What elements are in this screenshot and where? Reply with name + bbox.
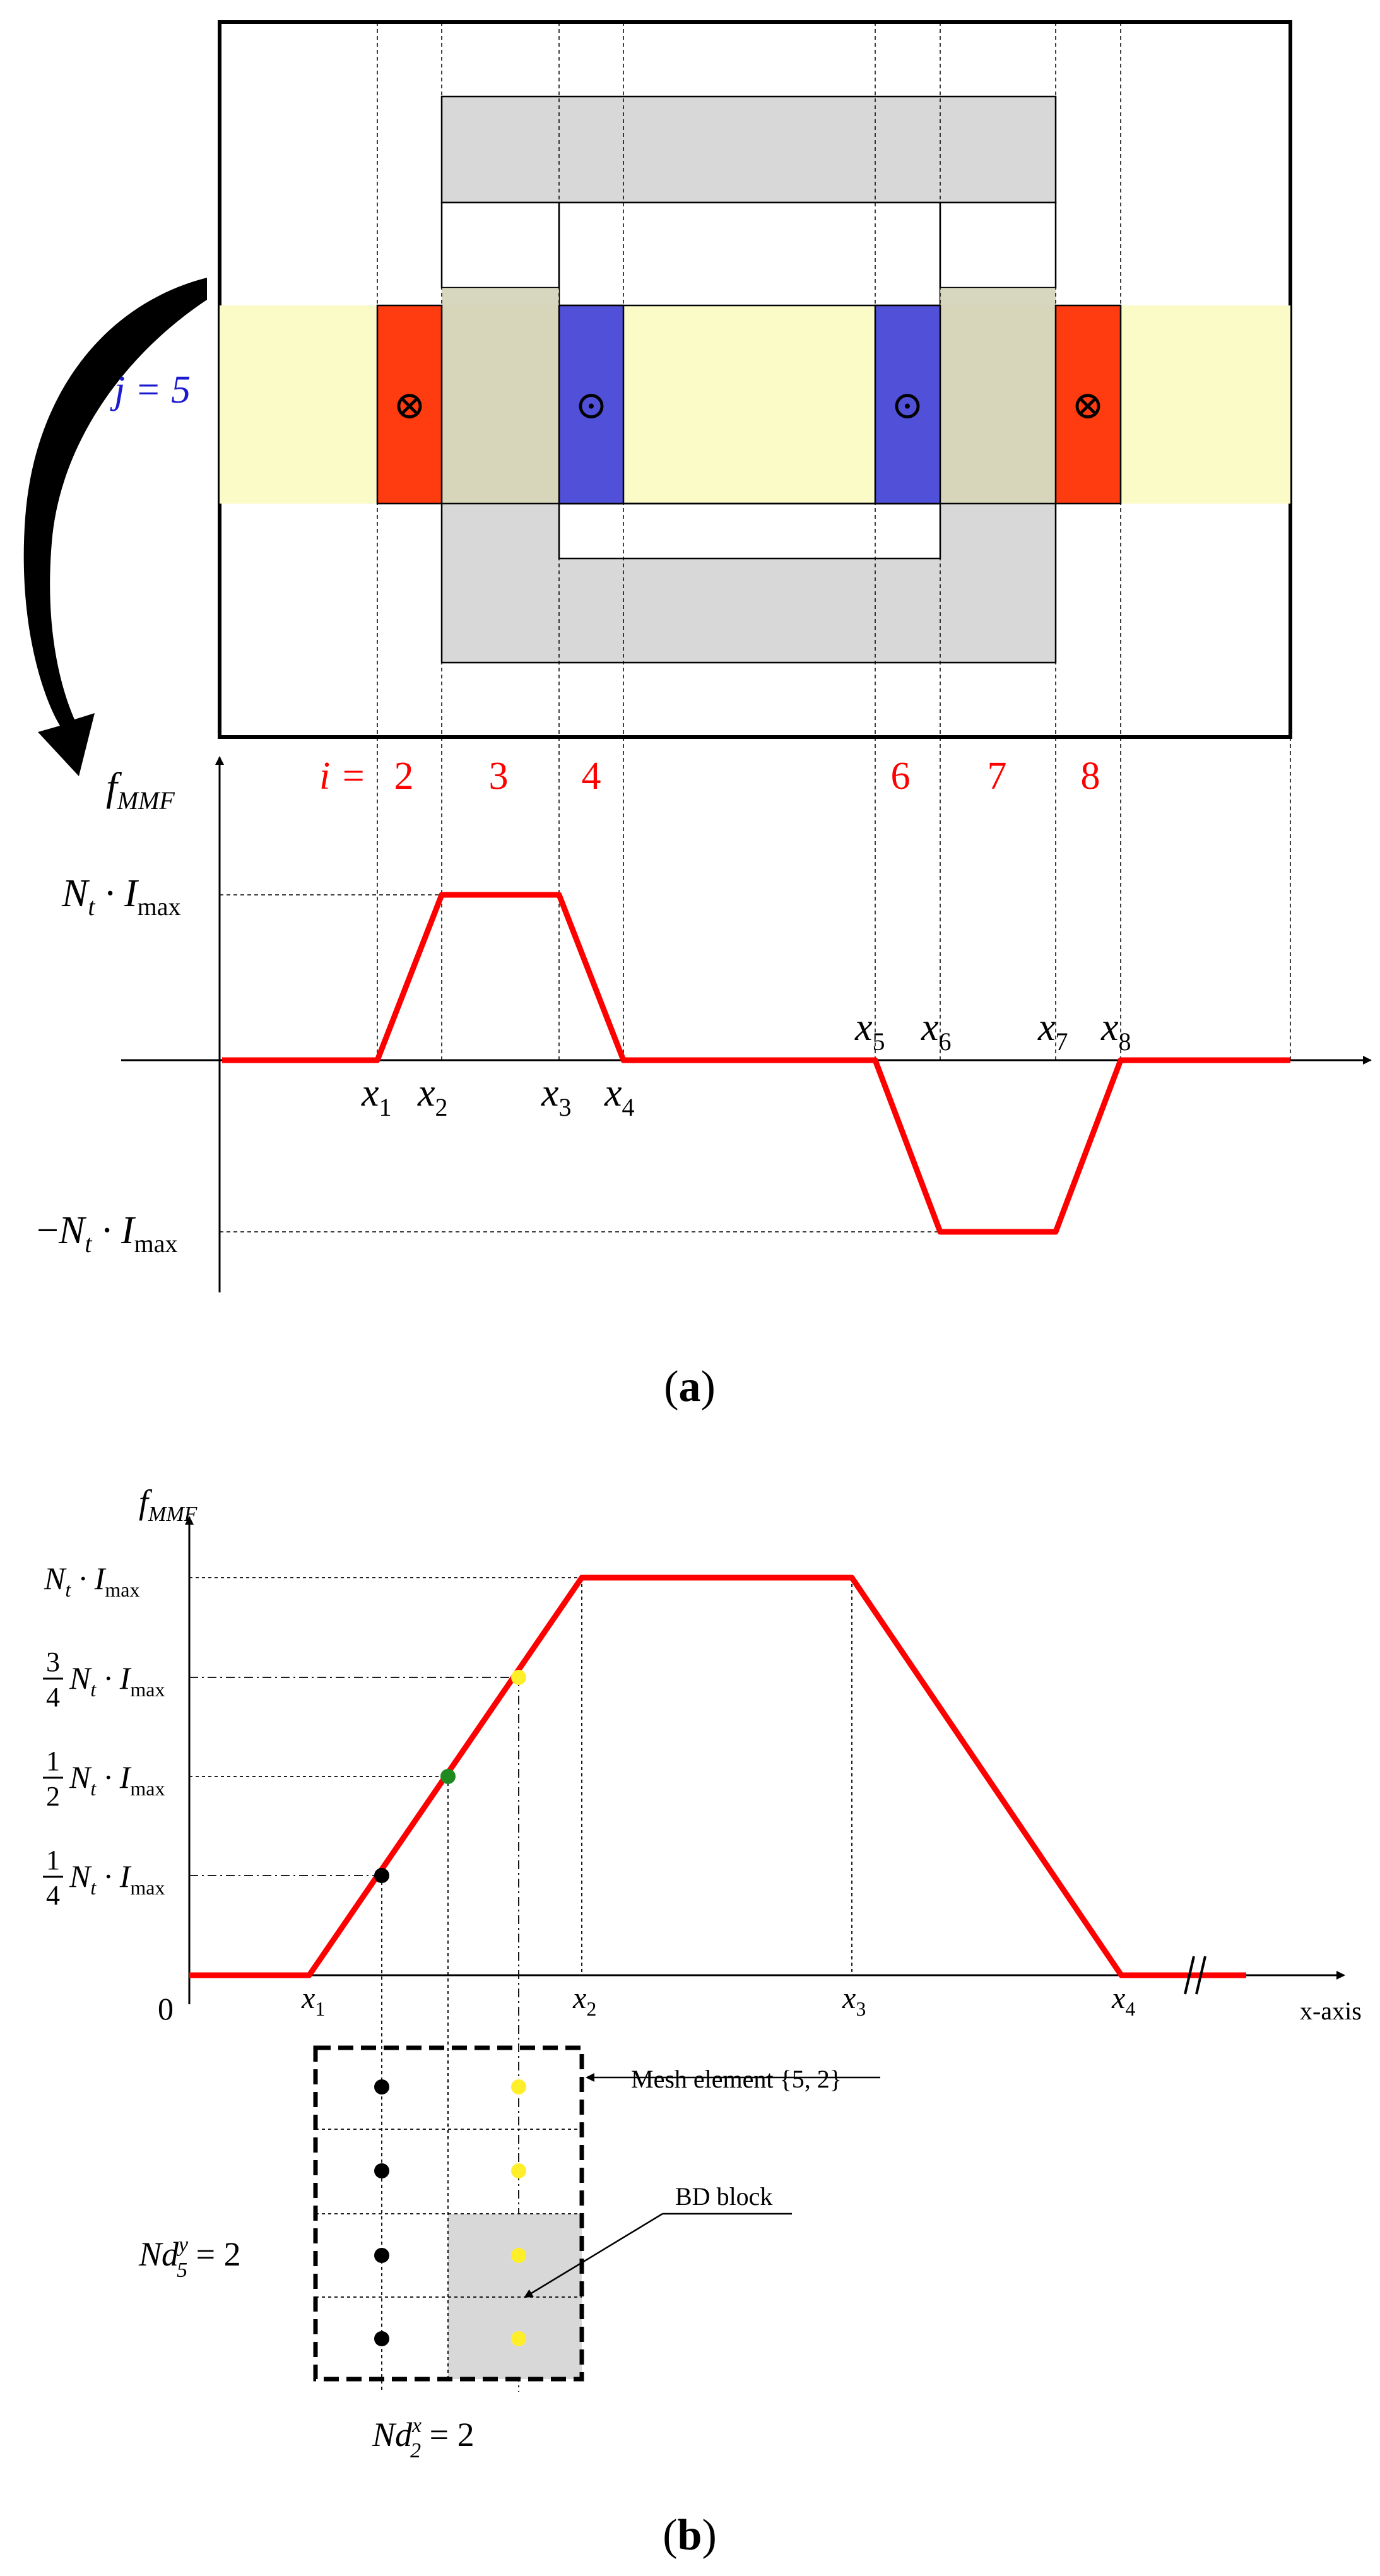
core-top-yoke	[440, 95, 1057, 204]
current-out-icon: ⊙	[575, 384, 608, 427]
current-into-icon: ⊗	[393, 384, 426, 427]
bd-block-pointer	[524, 2213, 663, 2298]
caption-a: (a)	[664, 1362, 716, 1411]
core-window-bottom	[558, 502, 941, 560]
mesh-element	[313, 2045, 584, 2382]
mesh-node	[374, 2079, 389, 2094]
point-three-quarter	[511, 1670, 526, 1685]
core-bottom-outline	[440, 502, 1057, 664]
mesh-node	[374, 2331, 389, 2346]
coil-4	[558, 304, 625, 505]
b-level-labels: Nt · Imax 3 4 Nt · Imax 1 2 Nt · Imax 1 4 Nt · Im…	[43, 1561, 165, 1911]
i-prefix-label: i =	[319, 755, 367, 798]
mesh-node	[511, 2248, 526, 2263]
x-marker-label: x3	[541, 1072, 572, 1121]
level-label: Nt · Imax	[69, 1858, 165, 1899]
region-number: 6	[891, 755, 911, 798]
x-marker-label: x1	[301, 1982, 325, 2020]
b-x-markers: x1 x2 x3 x4	[301, 1982, 1135, 2020]
x-marker-label: x2	[572, 1982, 596, 2020]
a-ylabel: fMMF	[106, 764, 175, 815]
x-marker-label: x1	[361, 1072, 392, 1121]
core-gap-left-top	[440, 201, 560, 289]
j-index-label: j = 5	[110, 369, 191, 411]
mesh-node	[374, 2248, 389, 2263]
level-label: Nt · Imax	[44, 1561, 140, 1601]
bd-block-label: BD block	[675, 2182, 772, 2211]
mesh-node	[511, 2079, 526, 2094]
axis-break-icon	[1184, 1956, 1206, 1995]
point-quarter	[374, 1868, 389, 1883]
core-bottom-yoke	[442, 558, 1056, 663]
panel-a: ⊗ ⊙ ⊙ ⊗ j = 5 i = 2 3 4 6 7 8 fMMF	[23, 20, 1372, 1411]
region-number: 7	[988, 755, 1007, 798]
b-guide-lines	[189, 1577, 852, 2392]
x-marker-label: x6	[921, 1006, 952, 1056]
fraction-denominator: 4	[46, 1682, 60, 1713]
core-window-top	[558, 201, 941, 307]
fraction-denominator: 4	[46, 1880, 60, 1911]
core-leg-right	[940, 288, 1056, 504]
x-marker-label: x4	[604, 1072, 635, 1121]
b-ylabel: fMMF	[139, 1483, 198, 1526]
coil-6	[874, 304, 941, 505]
region-number: 8	[1081, 755, 1100, 798]
guide-lines	[220, 22, 1291, 1232]
x-marker-label: x8	[1100, 1006, 1131, 1056]
region-numbers: 2 3 4 6 7 8	[394, 755, 1100, 798]
coil-8	[1054, 304, 1122, 505]
mesh-node	[511, 2331, 526, 2346]
core-gap-right-top	[939, 201, 1057, 289]
current-into-icon: ⊗	[1071, 384, 1104, 427]
a-neg-level-label: −Nt · Imax	[37, 1209, 177, 1258]
core-leg-left	[442, 288, 559, 504]
region-number: 4	[582, 755, 601, 798]
fraction-denominator: 2	[46, 1781, 60, 1812]
x-marker-label: x5	[854, 1006, 885, 1056]
level-label: Nt · Imax	[69, 1759, 165, 1800]
bd-block	[448, 2214, 582, 2379]
mesh-element-outline	[313, 2045, 584, 2382]
region-number: 2	[394, 755, 414, 798]
x-marker-label: x3	[842, 1982, 866, 2020]
current-out-icon: ⊙	[891, 384, 924, 427]
a-mmf-curve	[222, 892, 1290, 1235]
a-pos-level-label: Nt · Imax	[61, 872, 181, 921]
caption-b: (b)	[663, 2511, 717, 2560]
b-xaxis-label: x-axis	[1300, 1997, 1362, 2025]
region-number: 3	[489, 755, 509, 798]
mesh-node	[511, 2163, 526, 2178]
x-marker-label: x7	[1037, 1006, 1068, 1056]
b-mmf-curve	[189, 1575, 1246, 1978]
curved-arrow-icon	[23, 278, 207, 776]
x-marker-label: x2	[417, 1072, 448, 1121]
fraction-numerator: 1	[46, 1845, 60, 1876]
point-half	[440, 1769, 456, 1784]
x-marker-label: x4	[1111, 1982, 1135, 2020]
mesh-element-label: Mesh element {5, 2}	[631, 2065, 842, 2093]
fraction-numerator: 3	[46, 1646, 60, 1677]
level-label: Nt · Imax	[69, 1660, 165, 1701]
a-x-markers: x1 x2 x3 x4 x5 x6 x7 x8	[361, 1006, 1131, 1121]
b-origin-label: 0	[158, 1991, 174, 2026]
mesh-node	[374, 2163, 389, 2178]
fraction-numerator: 1	[46, 1746, 60, 1776]
